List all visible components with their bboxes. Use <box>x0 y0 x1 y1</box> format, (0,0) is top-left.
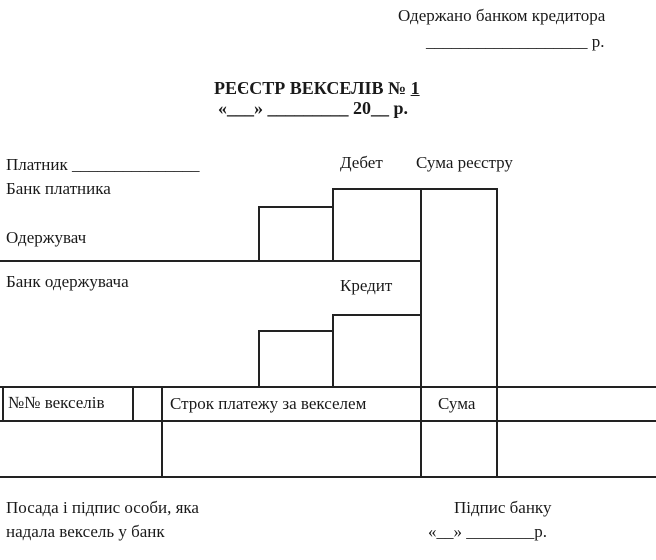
recipient-label: Одержувач <box>6 228 87 247</box>
position-signature-line2: надала вексель у банк <box>6 522 165 541</box>
debit-small-box-top <box>258 206 333 208</box>
debit-box-top <box>332 188 420 190</box>
registry-number: 1 <box>410 78 420 98</box>
registry-sum-right-line <box>496 188 498 476</box>
debit-small-box-left <box>258 206 260 261</box>
registry-sum-label: Сума реєстру <box>416 153 513 172</box>
credit-box-top <box>332 314 420 316</box>
section-separator <box>0 260 421 262</box>
document-date-line: «___» _________ 20__ р. <box>218 98 409 118</box>
payer-bank-label: Банк платника <box>6 179 111 198</box>
table-left-line <box>2 386 4 421</box>
received-date-line: ___________________ р. <box>426 32 605 51</box>
payer-label: Платник _______________ <box>6 155 200 174</box>
table-top-line <box>0 386 656 388</box>
bank-signature-label: Підпис банку <box>454 498 552 517</box>
table-header-bottom-line <box>0 420 656 422</box>
position-signature-line1: Посада і підпис особи, яка <box>6 498 199 517</box>
registry-sum-box-top <box>420 188 497 190</box>
debit-box-left <box>332 188 334 261</box>
recipient-bank-label: Банк одержувача <box>6 272 129 291</box>
document-title: РЕЄСТР ВЕКСЕЛІВ № 1 <box>214 78 420 98</box>
table-header-sum: Сума <box>438 394 476 413</box>
document-title-label: РЕЄСТР ВЕКСЕЛІВ № <box>214 78 407 98</box>
table-bottom-line <box>0 476 656 478</box>
bank-date-line: «__» ________р. <box>428 522 547 541</box>
credit-small-box-top <box>258 330 333 332</box>
table-header-bill-numbers: №№ векселів <box>8 393 105 412</box>
table-col-divider-1 <box>132 386 134 421</box>
credit-label: Кредит <box>340 276 393 295</box>
registry-sum-left-line <box>420 188 422 476</box>
debit-label: Дебет <box>340 153 383 172</box>
received-by-bank-label: Одержано банком кредитора <box>398 6 606 25</box>
credit-box-left <box>332 314 334 386</box>
table-col-divider-2 <box>161 386 163 476</box>
table-header-payment-term: Строк платежу за векселем <box>170 394 367 413</box>
credit-small-box-left <box>258 330 260 386</box>
